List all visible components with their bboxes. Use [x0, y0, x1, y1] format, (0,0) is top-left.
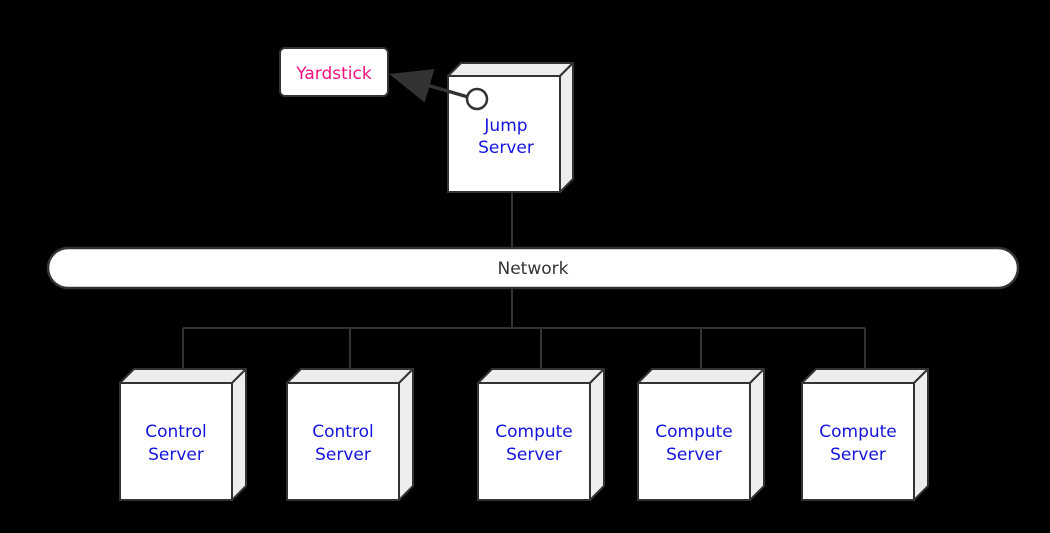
jump-server-label-line2: Server: [478, 138, 534, 158]
compute-server-2-top-face: [637, 368, 765, 384]
control-server-2-front-face: [286, 382, 400, 501]
compute-server-1-label-line2: Server: [506, 445, 562, 465]
jump-server-port-icon: [465, 87, 489, 111]
control-server-2-top-face: [286, 368, 414, 384]
connectors: [182, 192, 866, 370]
control-server-1-label-line1: Control: [145, 422, 206, 442]
compute-server-3-label-line2: Server: [830, 445, 886, 465]
compute-server-3-side-face: [913, 368, 929, 501]
compute-server-3-label-line1: Compute: [819, 422, 897, 442]
node-compute-server-1: Compute Server: [477, 368, 605, 501]
network-label: Network: [498, 259, 569, 279]
node-control-server-2: Control Server: [286, 368, 414, 501]
compute-server-1-label-line1: Compute: [495, 422, 573, 442]
control-server-2-label-line2: Server: [315, 445, 371, 465]
compute-server-2-label-line1: Compute: [655, 422, 733, 442]
yardstick-box: [279, 47, 389, 97]
node-network: Network: [46, 246, 1020, 290]
compute-server-1-top-face: [477, 368, 605, 384]
control-server-1-label-line2: Server: [148, 445, 204, 465]
jump-server-top-face: [447, 62, 574, 77]
compute-server-3-top-face: [801, 368, 929, 384]
control-server-2-side-face: [398, 368, 414, 501]
control-server-1-side-face: [231, 368, 247, 501]
compute-server-2-label-line2: Server: [666, 445, 722, 465]
node-control-server-1: Control Server: [119, 368, 247, 501]
jump-server-side-face: [559, 62, 574, 193]
compute-server-2-front-face: [637, 382, 751, 501]
yardstick-label: Yardstick: [295, 64, 372, 84]
compute-server-2-side-face: [749, 368, 765, 501]
control-server-2-label-line1: Control: [312, 422, 373, 442]
yardstick-arrow: [389, 69, 469, 103]
node-jump-server: Jump Server: [389, 62, 574, 193]
node-compute-server-2: Compute Server: [637, 368, 765, 501]
node-yardstick: Yardstick: [279, 47, 389, 97]
control-server-1-front-face: [119, 382, 233, 501]
compute-server-1-side-face: [589, 368, 605, 501]
network-bar: [46, 246, 1020, 290]
compute-server-1-front-face: [477, 382, 591, 501]
compute-server-3-front-face: [801, 382, 915, 501]
jump-server-label-line1: Jump: [483, 116, 527, 136]
node-compute-server-3: Compute Server: [801, 368, 929, 501]
control-server-1-top-face: [119, 368, 247, 384]
